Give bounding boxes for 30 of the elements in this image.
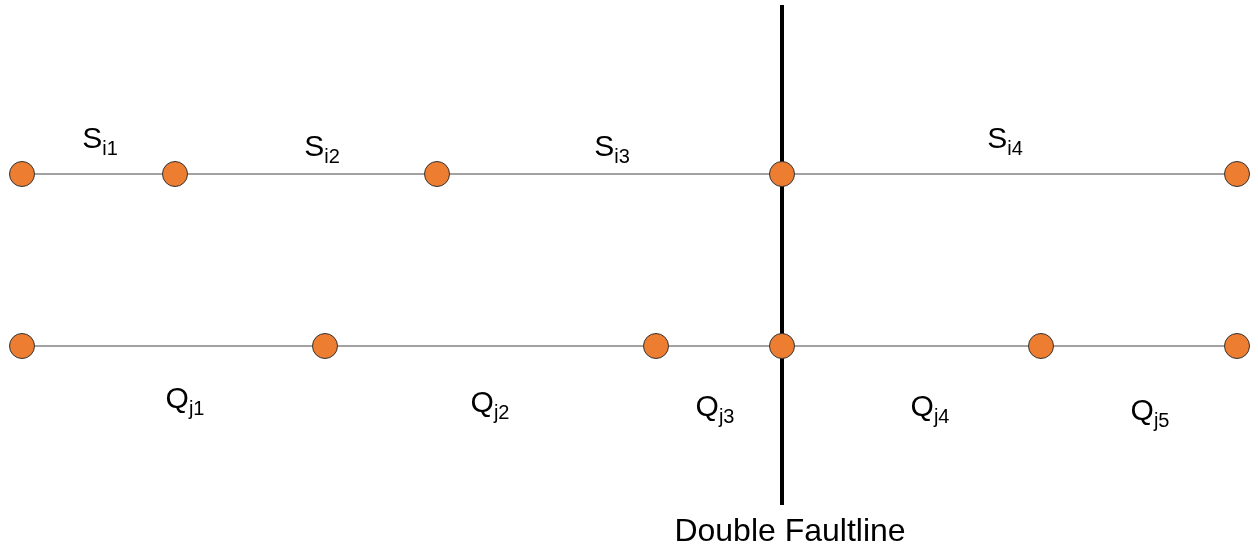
edge-label: S$_{i2}$ — [304, 130, 340, 166]
edge-label: Q$_{j4}$ — [910, 390, 950, 426]
point-circle — [769, 161, 795, 187]
point-circle — [1028, 333, 1054, 359]
connector-line — [34, 173, 163, 175]
edge-label: Q$_{j5}$ — [1130, 394, 1170, 430]
point-circle — [424, 161, 450, 187]
edge-label: Q$_{j3}$ — [695, 390, 735, 426]
connector-line — [34, 345, 313, 347]
connector-line — [449, 173, 770, 175]
point-circle — [643, 333, 669, 359]
connector-line — [337, 345, 644, 347]
connector-line — [668, 345, 770, 347]
edge-label: S$_{i4}$ — [987, 122, 1023, 158]
point-circle — [769, 333, 795, 359]
connector-line — [794, 345, 1029, 347]
point-circle — [162, 161, 188, 187]
point-circle — [9, 161, 35, 187]
connector-line — [794, 173, 1225, 175]
edge-label: S$_{i3}$ — [594, 130, 630, 166]
point-circle — [1224, 333, 1250, 359]
point-circle — [1224, 161, 1250, 187]
edge-label: S$_{i1}$ — [82, 122, 118, 158]
connector-line — [1053, 345, 1225, 347]
edge-label: Q$_{j2}$ — [470, 386, 510, 422]
faultline-label: Double Faultline — [674, 512, 906, 549]
point-circle — [9, 333, 35, 359]
point-circle — [312, 333, 338, 359]
edge-label: Q$_{j1}$ — [165, 382, 205, 418]
connector-line — [187, 173, 425, 175]
